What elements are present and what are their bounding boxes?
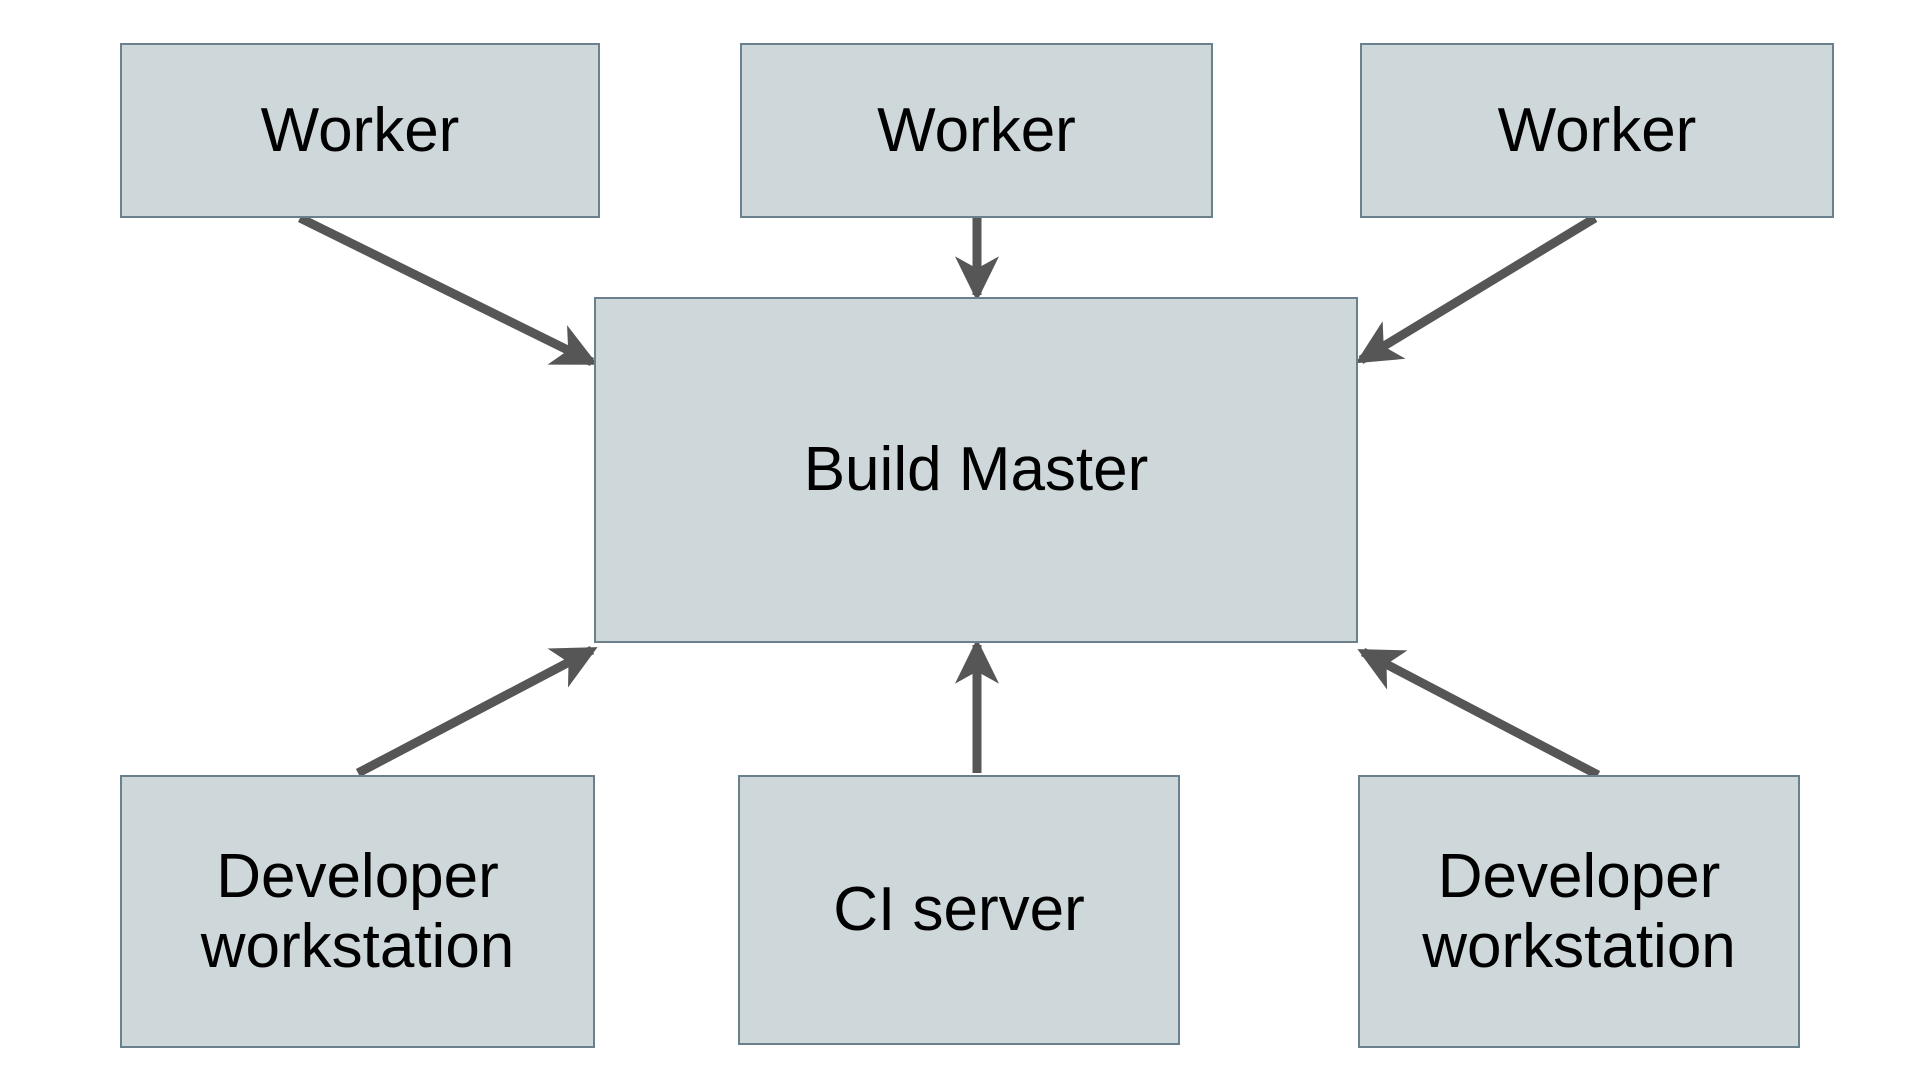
edge-worker1-to-master [298,213,598,367]
node-label-worker-1: Worker [260,95,460,165]
node-label-build-master: Build Master [803,435,1149,505]
node-dev-right[interactable]: Developer workstation [1358,775,1800,1048]
node-worker-1[interactable]: Worker [120,43,600,218]
node-label-worker-3: Worker [1497,95,1697,165]
edge-devright-to-master [1357,648,1601,779]
edge-devleft-to-master [355,646,598,777]
node-label-ci-server: CI server [833,875,1085,945]
node-dev-left[interactable]: Developer workstation [120,775,595,1048]
node-worker-3[interactable]: Worker [1360,43,1834,218]
node-label-dev-left: Developer workstation [200,842,515,981]
edge-worker3-to-master [1355,214,1598,364]
node-worker-2[interactable]: Worker [740,43,1213,218]
node-label-worker-2: Worker [877,95,1076,165]
node-ci-server[interactable]: CI server [738,775,1180,1045]
node-build-master[interactable]: Build Master [594,297,1358,643]
node-label-dev-right: Developer workstation [1422,842,1736,981]
